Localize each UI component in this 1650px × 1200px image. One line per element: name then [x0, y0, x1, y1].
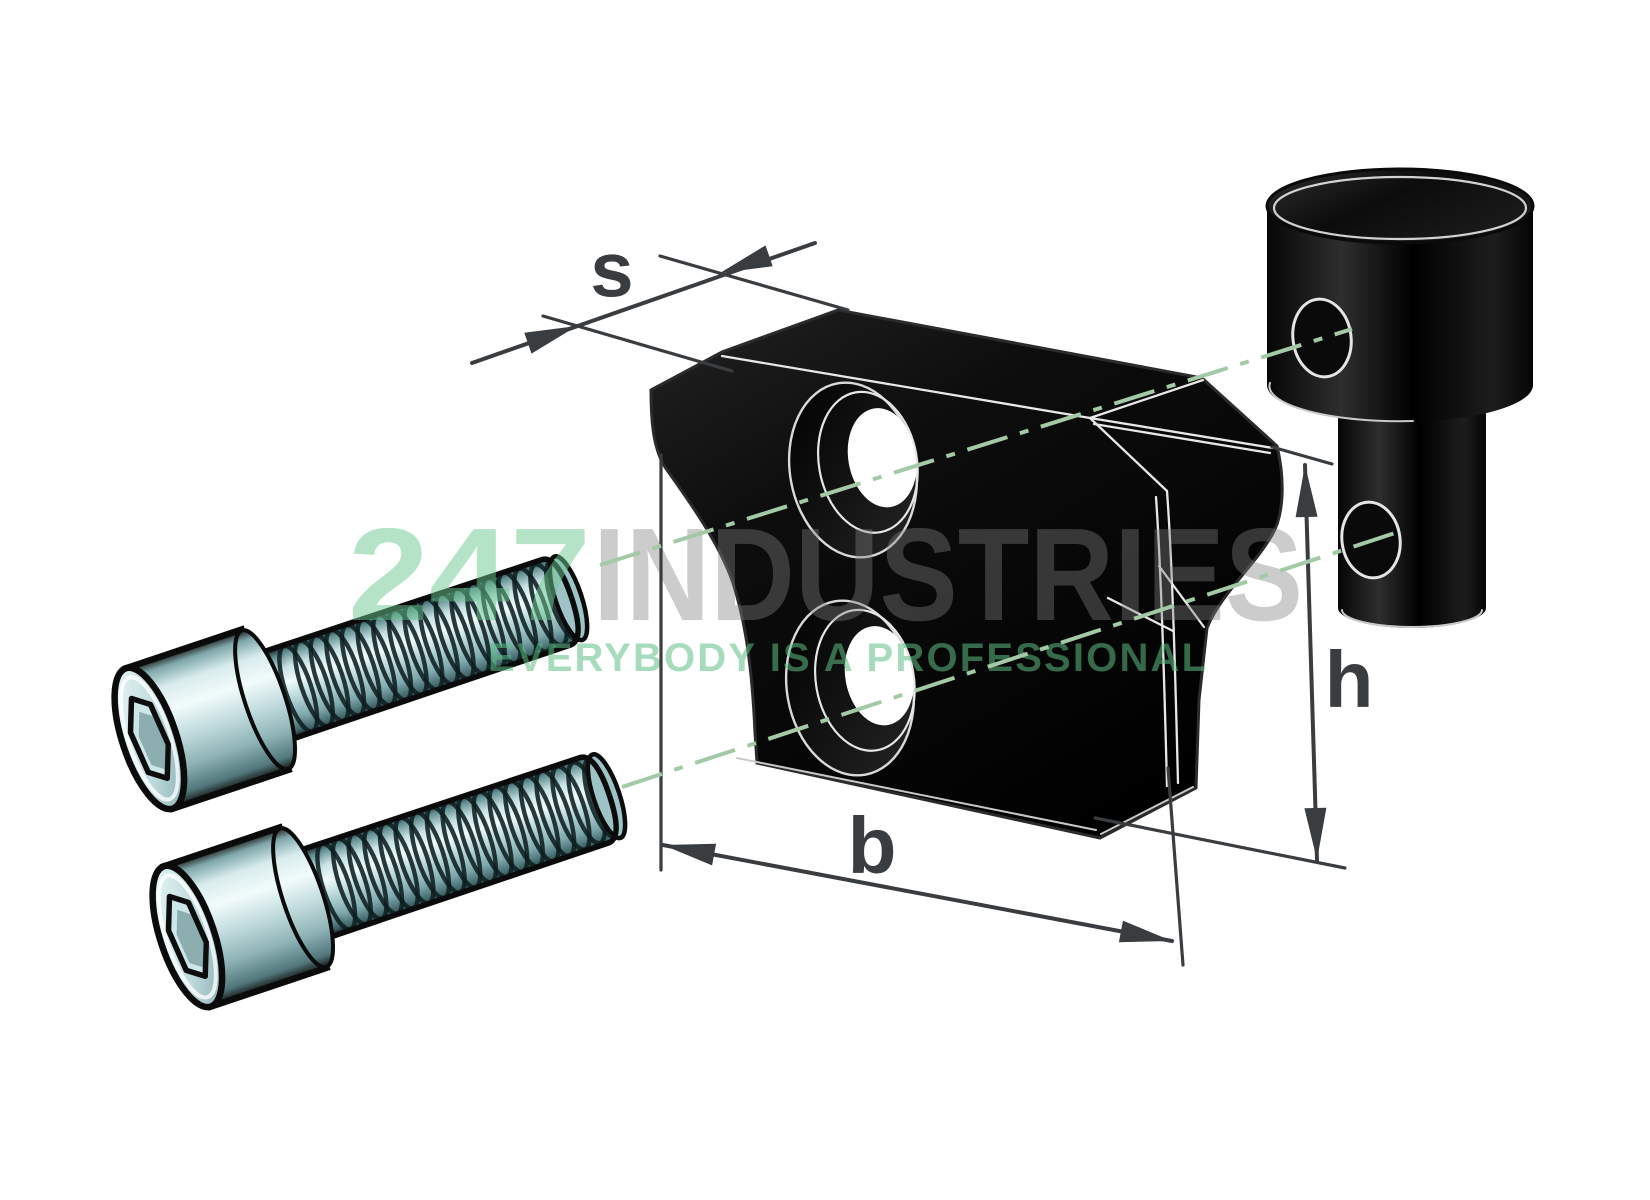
thread-outline-bottom: [274, 596, 581, 748]
upper-bolt-axis-centerline: [599, 327, 1353, 567]
s-arrowhead-left: [524, 326, 577, 354]
head-rim-highlight: [118, 675, 180, 802]
watermark-tagline: EVERYBODY IS A PROFESSIONAL: [488, 636, 1206, 680]
block-lower-bore: [784, 599, 916, 777]
block-front-top-edge: [720, 354, 1092, 420]
block-right-inner-edge-a: [1165, 489, 1180, 785]
thread-outline-bottom: [312, 794, 619, 946]
watermark-brand-name: INDUSTRIES: [593, 501, 1303, 648]
big-cylinder-bottom-rim: [1268, 382, 1414, 423]
b-dimension-label: b: [848, 801, 897, 890]
hex-socket-icon: [127, 695, 171, 782]
s-arrowhead-right: [720, 245, 773, 273]
h-arrowhead-bottom: [1304, 807, 1327, 860]
b-arrowhead-left: [663, 843, 717, 866]
b-extension-line-right: [1166, 766, 1185, 967]
block-topface-right-edge: [1088, 378, 1205, 420]
big-cylinder-top-rim: [1272, 175, 1528, 241]
b-arrowhead-right: [1118, 920, 1172, 943]
centerlines: [599, 327, 1399, 789]
dimension-h: h: [1093, 445, 1374, 870]
socket-head-cap-screw-upper: [111, 553, 590, 813]
block-curve-edge-a: [1106, 596, 1175, 633]
s-extension-line-lower: [541, 314, 734, 373]
block-bottom-front-edge: [736, 757, 1097, 831]
h-dimension-label: h: [1325, 635, 1374, 724]
block-chamfer-edge-b: [1092, 422, 1272, 455]
bore-counterbore-ring: [816, 390, 919, 534]
s-dimension-label: s: [590, 225, 633, 313]
small-cylinder-bottom-rim: [1341, 609, 1483, 628]
head-rim-highlight: [156, 873, 218, 1000]
h-arrowhead-top: [1295, 465, 1318, 518]
thread-outline-top: [245, 556, 574, 660]
watermark-brand-number: 247: [348, 501, 591, 648]
bore-counterbore-ring: [813, 608, 916, 752]
hex-socket-icon: [165, 893, 209, 980]
block-chamfer-edge-c: [1088, 416, 1169, 493]
screw-head-back-edge: [271, 826, 335, 970]
hex-socket-shadow: [176, 909, 204, 968]
h-extension-line-bottom: [1093, 816, 1347, 870]
lower-bolt-axis-centerline: [621, 530, 1399, 789]
block-upper-bore: [787, 381, 919, 559]
s-extension-line-upper: [658, 254, 850, 312]
block-chamfer-edge-a: [1088, 416, 1275, 450]
block-bottom-right-edge: [1100, 786, 1194, 835]
hex-socket-shadow: [138, 711, 166, 770]
bore-through-hole: [844, 626, 914, 726]
screw-head-back-edge: [233, 628, 297, 772]
watermark: 247 INDUSTRIES EVERYBODY IS A PROFESSION…: [348, 501, 1303, 680]
bore-through-hole: [847, 408, 917, 508]
h-extension-line-top: [1270, 445, 1334, 466]
dimension-b: b: [659, 453, 1185, 967]
big-cylinder-top-face: [1265, 167, 1535, 245]
socket-head-cap-screw-lower: [149, 751, 628, 1011]
black-flanged-block: [649, 308, 1284, 840]
b-dimension-line: [661, 843, 1174, 943]
dimension-s: s: [470, 225, 850, 373]
block-curve-edge-b: [1157, 564, 1206, 629]
h-dimension-line: [1303, 463, 1319, 862]
thread-outline-top: [283, 754, 612, 858]
